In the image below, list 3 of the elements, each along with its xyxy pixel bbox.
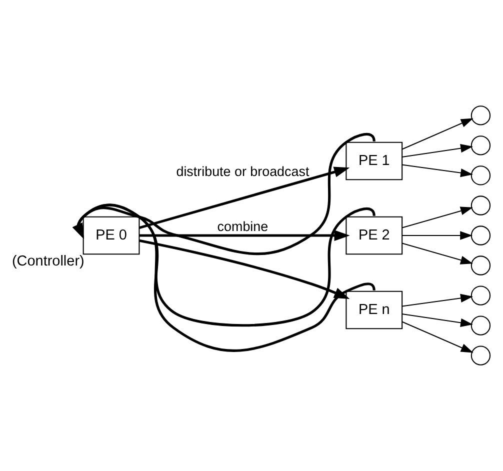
node-label: (Controller) bbox=[12, 254, 84, 270]
edge-label: distribute or broadcast bbox=[176, 164, 310, 179]
edge-label: combine bbox=[217, 218, 268, 234]
